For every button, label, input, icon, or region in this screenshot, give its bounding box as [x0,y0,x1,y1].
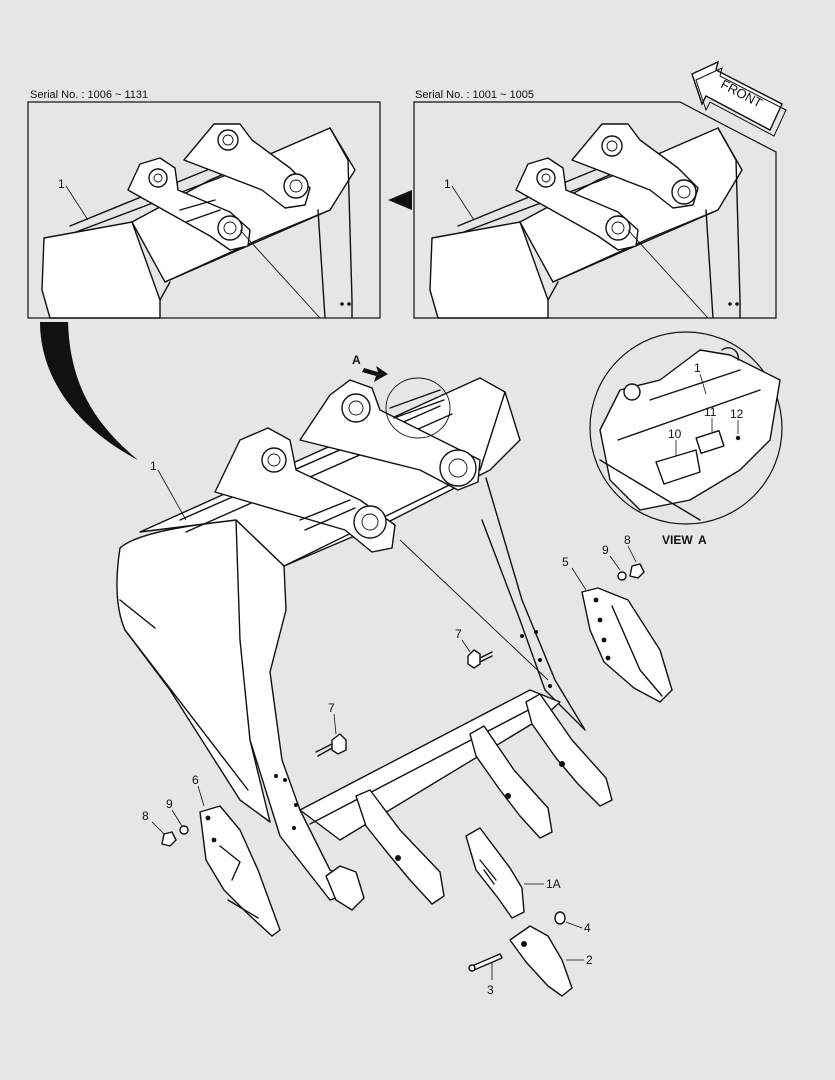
triangle-pointer-icon [388,190,412,210]
tooth-2 [509,925,573,997]
label-8-right: 8 [624,533,631,547]
leader-7-upper [461,639,471,653]
retainer-4 [554,911,566,925]
detail-label-1: 1 [694,361,701,375]
curved-pointer-icon [40,322,138,460]
label-7-upper: 7 [455,627,462,641]
label-6: 6 [192,773,199,787]
leader-7-lower [333,713,337,735]
serial-right-label: Serial No. : 1001 ~ 1005 [415,89,534,101]
side-cutter-left [199,805,281,937]
inset-left-leader-1 [65,185,89,221]
teeth-row [325,693,613,911]
inset-left-bucket-drawing [41,123,356,319]
bolt-lower [315,733,347,757]
detail-label-12: 12 [730,407,744,421]
detail-view-a [589,331,783,525]
tooth-adapter-1a [465,827,525,919]
label-9-left: 9 [166,797,173,811]
leader-5 [571,567,587,591]
label-2: 2 [586,953,593,967]
serial-left-label: Serial No. : 1006 ~ 1131 [30,89,148,101]
label-9-right: 9 [602,543,609,557]
label-1a: 1A [546,877,561,891]
inset-left: Serial No. : 1006 ~ 1131 1 [27,89,381,319]
detail-label-10: 10 [668,427,682,441]
inset-right-leader-1 [451,185,475,221]
view-letter: A [698,533,707,547]
leader-8-left [151,821,165,835]
detail-label-11: 11 [704,405,717,419]
main-label-1: 1 [150,459,157,473]
label-3: 3 [487,983,494,997]
view-word: VIEW [662,533,693,547]
main-bucket-drawing [116,377,586,901]
bolt-upper [467,649,493,669]
leader-9-right [609,555,621,571]
label-7-lower: 7 [328,701,335,715]
nut-washer-left [161,825,189,847]
inset-right-bucket-drawing [429,123,743,319]
view-a-arrow-icon [362,366,388,382]
side-cutter-right [581,587,673,703]
inset-right-label-1: 1 [444,177,451,191]
arrow-a-label: A [352,353,361,367]
label-4: 4 [584,921,591,935]
view-label: VIEW A [662,533,707,547]
leader-4 [565,921,583,929]
detail-leader-1 [699,373,707,395]
nut-washer-right [617,563,645,581]
label-8-left: 8 [142,809,149,823]
label-5: 5 [562,555,569,569]
leader-9-left [171,809,183,827]
inset-left-label-1: 1 [58,177,65,191]
leader-6 [197,785,205,807]
pin-3 [468,953,503,972]
inset-right: Serial No. : 1001 ~ 1005 1 [413,89,777,319]
main-leader-1 [157,469,187,521]
leader-8-right [627,545,637,563]
